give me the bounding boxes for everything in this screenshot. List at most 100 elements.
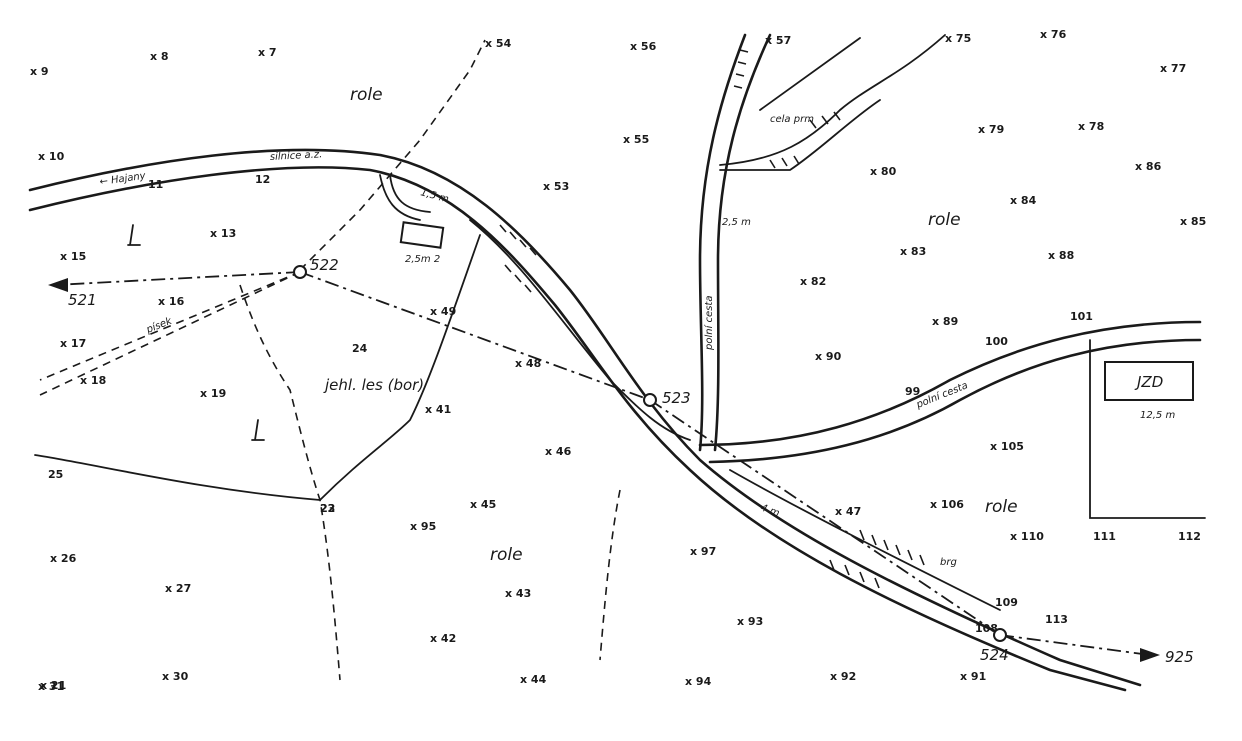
point-label-x79: x 79 — [978, 123, 1004, 136]
point-label-x95: x 95 — [410, 520, 436, 533]
point-label-x7: x 7 — [258, 46, 277, 59]
point-label-x31: x 31 — [38, 680, 64, 693]
ne-branch — [719, 34, 946, 166]
point-label-x76: x 76 — [1040, 28, 1067, 41]
small-building — [399, 221, 445, 249]
point-label-x48: x 48 — [515, 357, 541, 370]
point-label-x19: x 19 — [200, 387, 226, 400]
point-label-x84: x 84 — [1010, 194, 1037, 207]
point-label-x43: x 43 — [505, 587, 531, 600]
sand-track-2 — [39, 271, 301, 396]
point-label-x30: x 30 — [162, 670, 189, 683]
point-label-x16: x 16 — [158, 295, 185, 308]
point-label-x82: x 82 — [800, 275, 826, 288]
point-label-x91: x 91 — [960, 670, 986, 683]
point-label-x83: x 83 — [900, 245, 926, 258]
point-label-x75: x 75 — [945, 32, 971, 45]
point-label-x94: x 94 — [685, 675, 712, 688]
point-label-x47: x 47 — [835, 505, 861, 518]
label-station-523: 523 — [662, 389, 691, 407]
label-role-3: role — [490, 545, 523, 565]
point-label-x11: 11 — [148, 178, 163, 191]
point-label-x13: x 13 — [210, 227, 236, 240]
point-label-x10: x 10 — [38, 150, 65, 163]
point-label-x12: 12 — [255, 173, 270, 186]
point-label-x80: x 80 — [870, 165, 897, 178]
traverse-522-521 — [54, 271, 301, 286]
forest-boundary — [34, 234, 481, 501]
ne-line — [759, 37, 861, 111]
point-label-x78: x 78 — [1078, 120, 1104, 133]
point-label-x56: x 56 — [630, 40, 657, 53]
label-role-4: role — [985, 497, 1018, 517]
main-road-upper — [28, 148, 1142, 687]
point-label-x89: x 89 — [932, 315, 958, 328]
point-label-x92: x 92 — [830, 670, 856, 683]
traverse-522-523 — [299, 271, 651, 401]
east-road-lower — [708, 338, 1202, 464]
point-label-x18: x 18 — [80, 374, 106, 387]
east-road-upper — [698, 320, 1202, 447]
footpath-2 — [299, 39, 486, 271]
field-road-left — [698, 33, 747, 452]
label-brg: brg — [940, 557, 957, 568]
point-label-x22: 22 — [320, 502, 335, 515]
point-label-x105: x 105 — [990, 440, 1024, 453]
station-523-mark — [643, 393, 657, 407]
point-label-x86: x 86 — [1135, 160, 1162, 173]
point-label-x77: x 77 — [1160, 62, 1186, 75]
arrow-521 — [48, 278, 68, 292]
ne-branch-2 — [719, 99, 881, 171]
point-label-x97: x 97 — [690, 545, 716, 558]
point-label-x99: 99 — [905, 385, 920, 398]
label-width-2-5: 2,5 m — [722, 217, 751, 228]
point-label-x53: x 53 — [543, 180, 569, 193]
point-label-x109: 109 — [995, 596, 1018, 609]
label-width-1-5: 1,5 m — [419, 187, 450, 205]
station-522-mark — [293, 265, 307, 279]
point-label-x88: x 88 — [1048, 249, 1074, 262]
point-label-x21: x 21 — [40, 679, 66, 692]
point-label-x112: 112 — [1178, 530, 1201, 543]
footpath-3 — [599, 489, 621, 661]
point-label-x42: x 42 — [430, 632, 456, 645]
point-label-x85: x 85 — [1180, 215, 1206, 228]
jzd-fence — [1089, 339, 1206, 519]
point-label-x24: 24 — [352, 342, 368, 355]
label-station-522: 522 — [310, 256, 339, 274]
label-polni-cesta-1: polní cesta — [703, 296, 715, 351]
label-sm2: 2,5m 2 — [405, 254, 440, 265]
point-label-x106: x 106 — [930, 498, 964, 511]
point-label-x57: x 57 — [765, 34, 791, 47]
label-cela-prm: cela prm — [770, 114, 814, 125]
label-silnice: silnice a.ž. — [270, 148, 323, 163]
point-label-x26: x 26 — [50, 552, 77, 565]
point-label-x17: x 17 — [60, 337, 86, 350]
label-width-4: 4 m — [759, 502, 781, 519]
label-role-1: role — [350, 85, 383, 105]
point-label-x55: x 55 — [623, 133, 649, 146]
point-label-x108: 108 — [975, 622, 998, 635]
slope-hatching — [499, 49, 925, 589]
point-label-x45: x 45 — [470, 498, 496, 511]
point-label-x8: x 8 — [150, 50, 169, 63]
point-label-x46: x 46 — [545, 445, 572, 458]
embankment-line — [469, 219, 691, 441]
jzd-building — [1104, 361, 1194, 401]
point-label-x113: 113 — [1045, 613, 1068, 626]
sand-track-1 — [39, 271, 301, 381]
field-road-right — [713, 33, 772, 452]
label-jzd: JZD — [1134, 373, 1163, 391]
footpath-1 — [239, 284, 341, 681]
point-label-x15: x 15 — [60, 250, 86, 263]
label-dir-925: 925 — [1165, 648, 1194, 666]
embankment-line-2 — [729, 469, 1001, 611]
traverse-524-925 — [999, 634, 1151, 656]
point-label-x110: x 110 — [1010, 530, 1044, 543]
point-label-x90: x 90 — [815, 350, 842, 363]
arrow-925 — [1140, 648, 1160, 662]
label-station-524: 524 — [980, 646, 1009, 664]
